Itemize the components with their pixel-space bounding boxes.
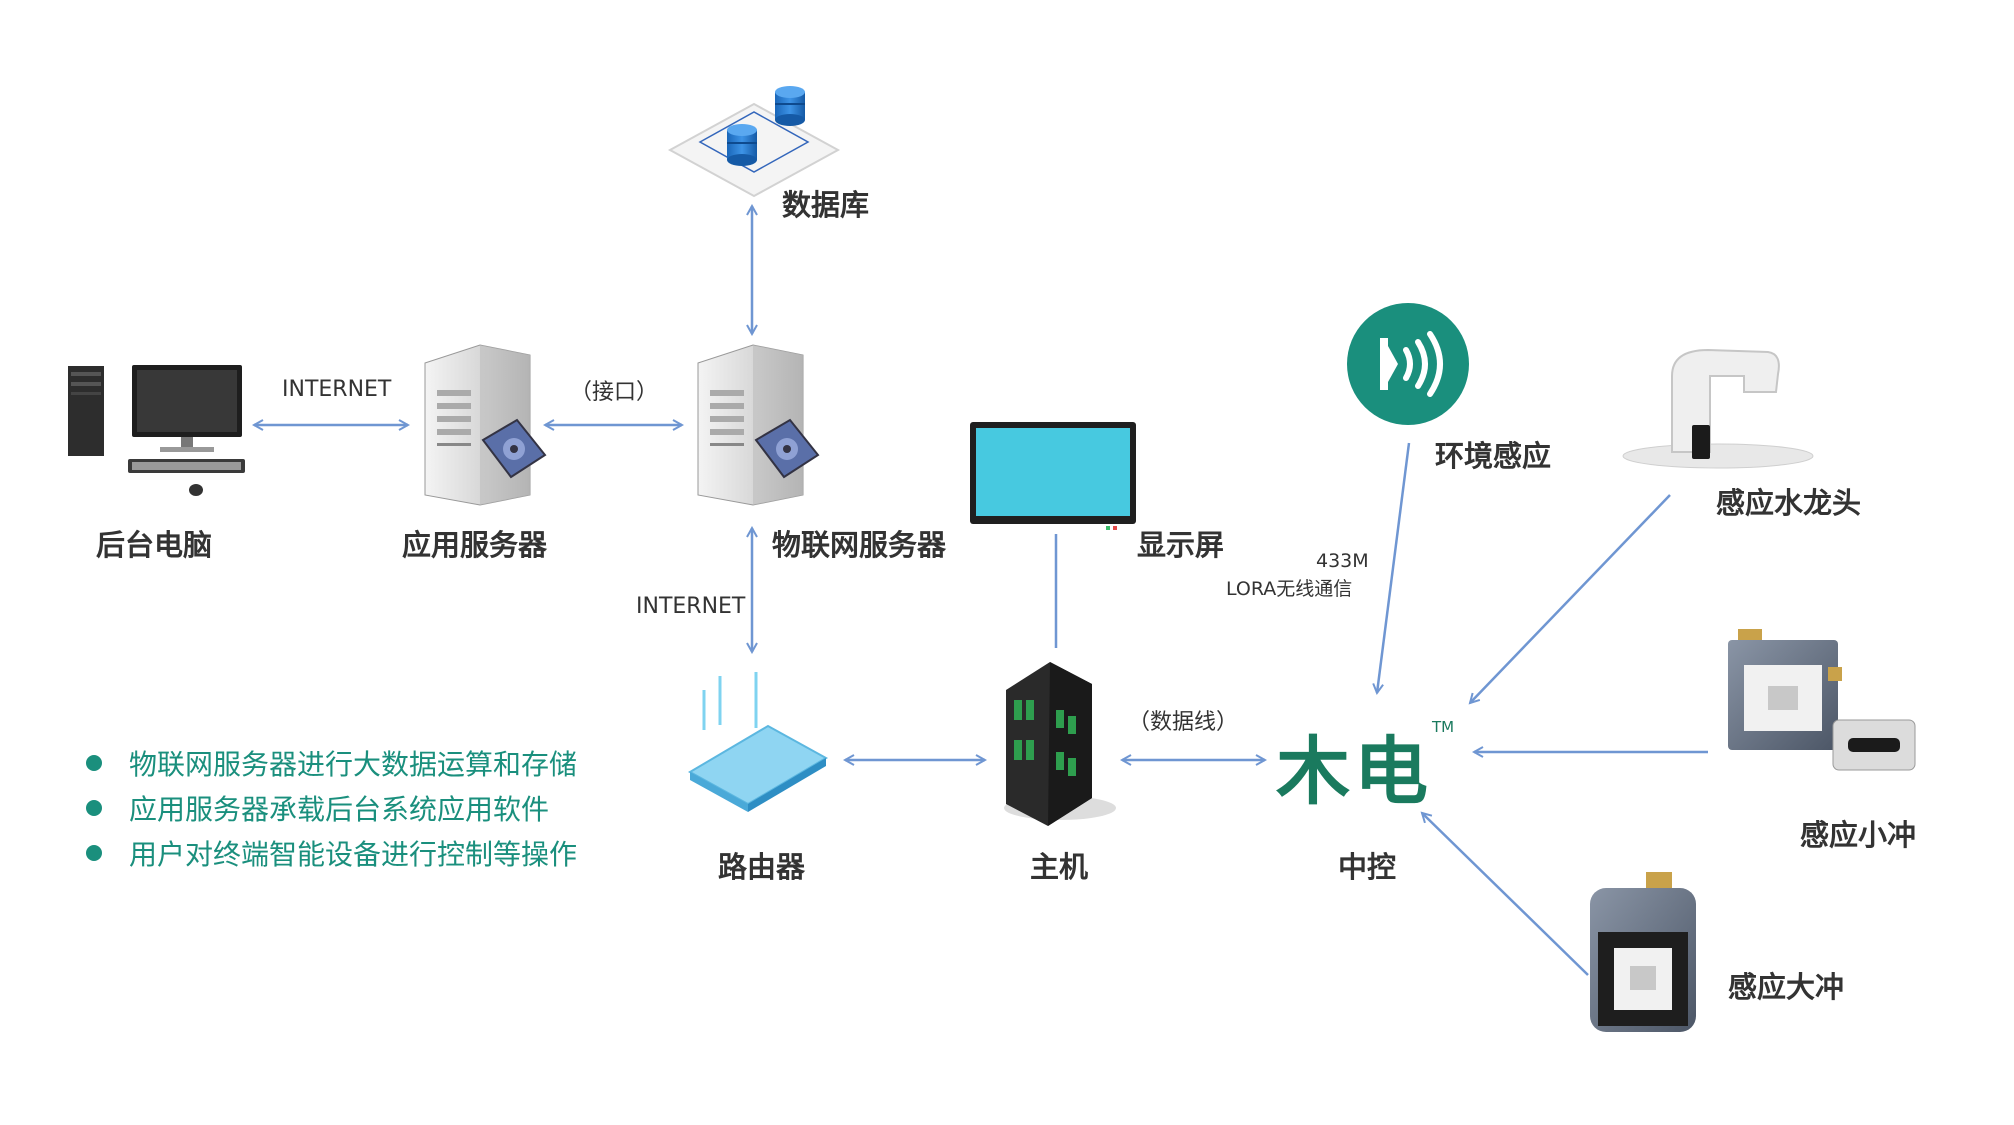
bullet-icon: [86, 754, 102, 771]
wireless-sensor-icon: [1347, 303, 1469, 425]
bullet-text: 物联网服务器进行大数据运算和存储: [129, 747, 578, 781]
link-label-data-line: （数据线）: [1128, 710, 1239, 735]
monitor-icon: [970, 422, 1136, 530]
bullet-text: 应用服务器承载后台系统应用软件: [129, 792, 550, 826]
link-label-interface: （接口）: [570, 380, 659, 405]
arrow-faucet-central: [1470, 494, 1671, 703]
bullet-icon: [86, 844, 102, 861]
arrow-bigflush-central: [1422, 813, 1589, 976]
brand-tm: TM: [1432, 718, 1455, 736]
node-label-faucet: 感应水龙头: [1716, 486, 1862, 520]
flush-valve-icon: [1590, 872, 1696, 1032]
database-icon: [667, 86, 841, 198]
server-icon: [424, 344, 547, 506]
flush-valve-icon: [1728, 629, 1916, 771]
node-label-env-sensor: 环境感应: [1435, 439, 1552, 473]
desktop-pc-icon: [68, 365, 245, 496]
node-label-central: 中控: [1338, 850, 1397, 884]
host-tower-icon: [1004, 662, 1116, 826]
arrow-envsensor-central: [1377, 442, 1411, 693]
node-label-display: 显示屏: [1137, 528, 1225, 562]
feature-list: 物联网服务器进行大数据运算和存储 应用服务器承载后台系统应用软件 用户对终端智能…: [86, 740, 577, 875]
server-icon: [697, 344, 820, 506]
node-label-host: 主机: [1030, 850, 1089, 884]
faucet-icon: [1622, 348, 1814, 469]
list-item: 物联网服务器进行大数据运算和存储: [86, 740, 577, 785]
node-label-iot-server: 物联网服务器: [772, 528, 947, 562]
node-label-router: 路由器: [718, 850, 806, 884]
router-icon: [687, 672, 829, 812]
list-item: 用户对终端智能设备进行控制等操作: [86, 830, 577, 875]
bullet-icon: [86, 799, 102, 816]
link-label-internet-mid: INTERNET: [636, 594, 746, 619]
node-label-small-flush: 感应小冲: [1800, 818, 1917, 852]
link-label-radio-freq: 433M: [1316, 550, 1369, 572]
list-item: 应用服务器承载后台系统应用软件: [86, 785, 577, 830]
node-label-database: 数据库: [782, 188, 870, 222]
node-label-app-server: 应用服务器: [402, 528, 548, 562]
brand-logo: 木电: [1276, 729, 1432, 815]
node-label-big-flush: 感应大冲: [1728, 970, 1845, 1004]
link-label-radio-tech: LORA无线通信: [1226, 578, 1353, 600]
bullet-text: 用户对终端智能设备进行控制等操作: [129, 837, 578, 871]
node-label-backend-pc: 后台电脑: [96, 528, 213, 562]
link-label-internet-top: INTERNET: [282, 377, 392, 402]
connectors: [254, 206, 1708, 976]
